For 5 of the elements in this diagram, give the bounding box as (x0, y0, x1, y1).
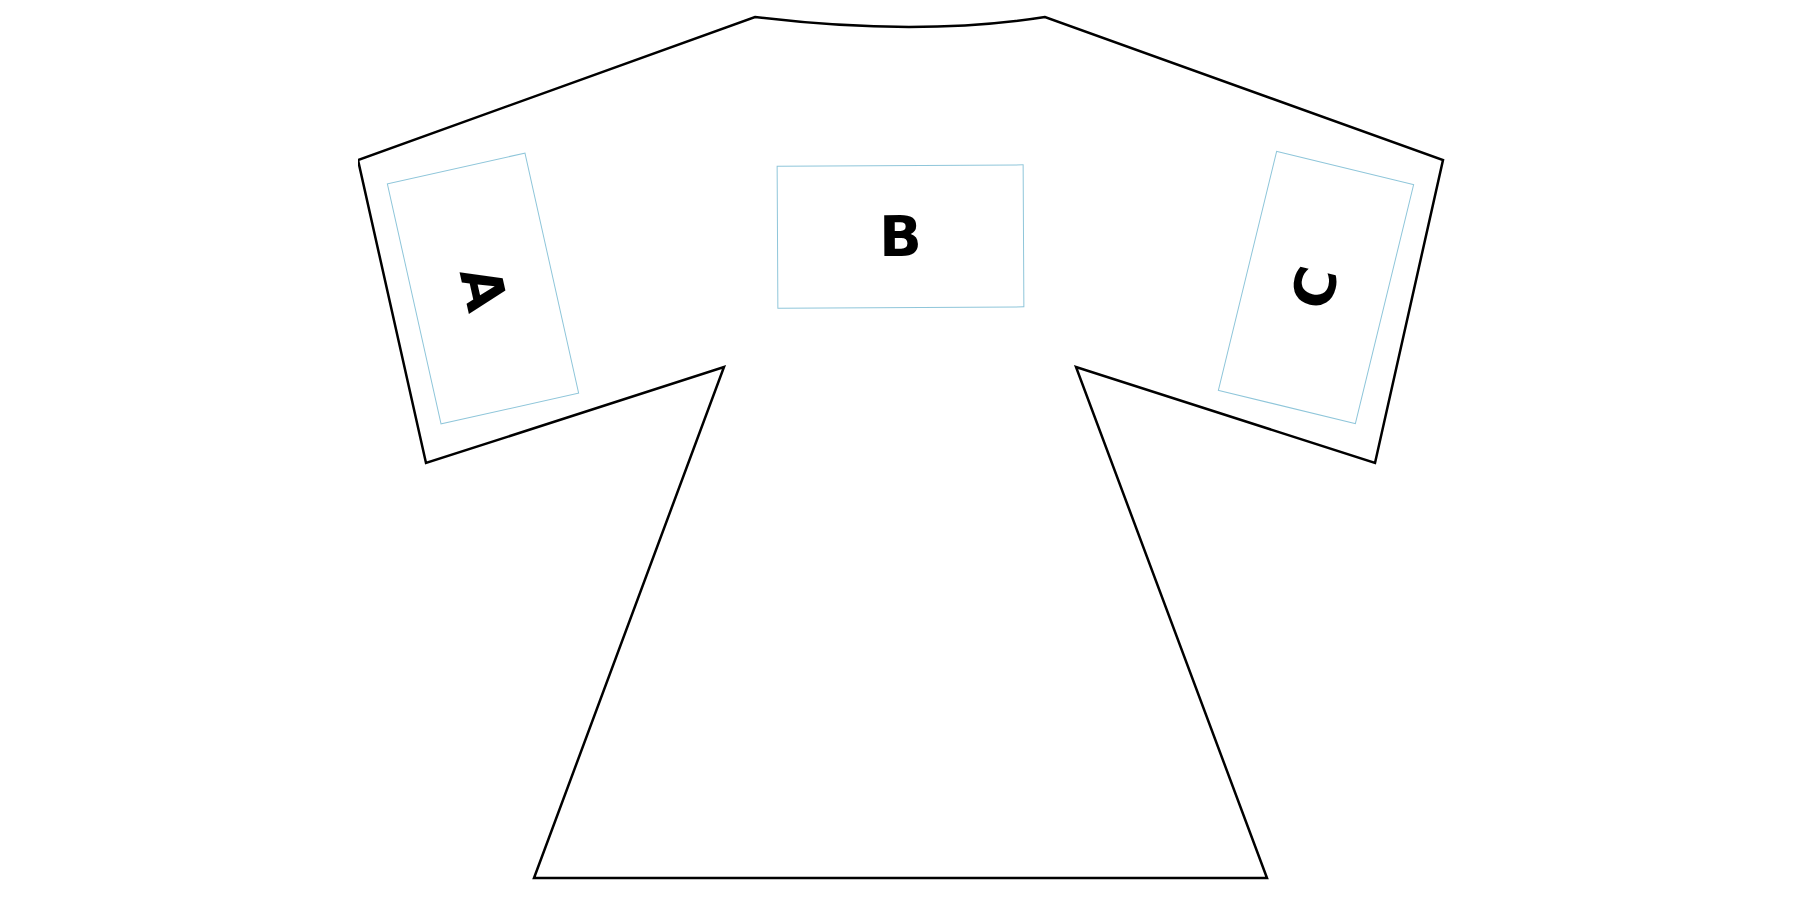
area-letter: A (450, 260, 516, 316)
area-letter: B (878, 207, 922, 265)
print-area (776, 163, 1024, 309)
print-area (386, 152, 580, 424)
area-letter: C (1283, 260, 1349, 314)
